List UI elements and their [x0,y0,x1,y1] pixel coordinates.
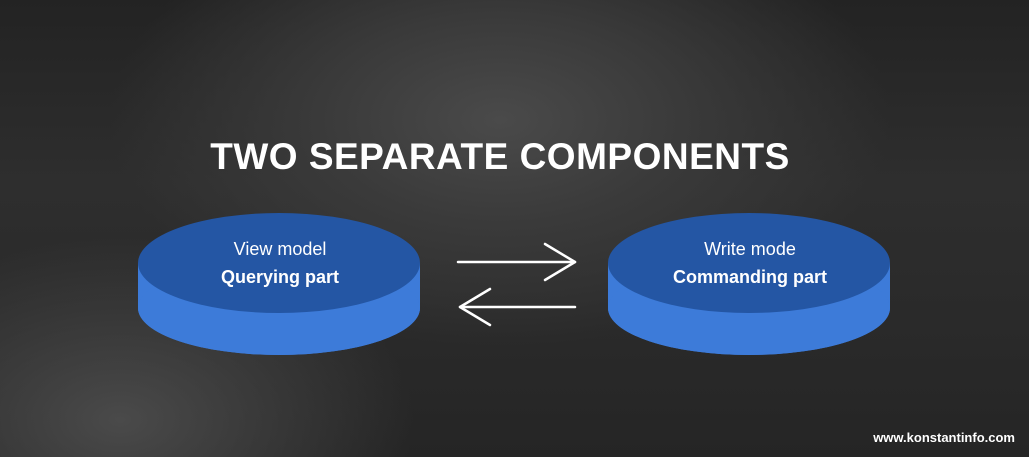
right-component-title: Write mode [704,239,796,259]
right-component-subtitle: Commanding part [672,267,827,287]
left-component-label: View model Querying part [140,236,420,292]
arrow-right-icon [456,242,577,282]
left-component-subtitle: Querying part [220,267,340,287]
right-disc-top [608,213,890,313]
arrow-left-icon [458,287,577,327]
right-component-label: Write mode Commanding part [610,236,890,292]
left-component-disc [138,213,420,355]
left-disc-top [138,213,420,313]
left-component-title: View model [233,239,327,259]
right-component-disc [608,213,890,355]
diagram-title: TWO SEPARATE COMPONENTS [210,136,790,177]
website-url: www.konstantinfo.com [873,430,1015,445]
